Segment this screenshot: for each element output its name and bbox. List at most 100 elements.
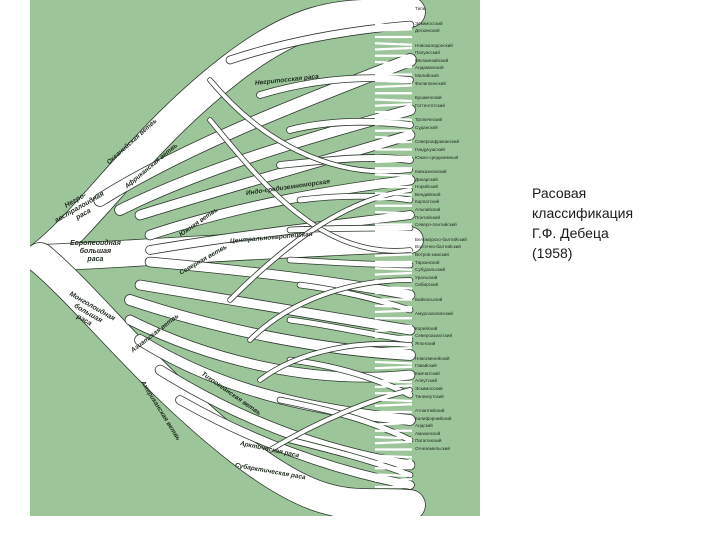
terminal-twig [374,459,413,464]
terminal-twig [374,154,413,159]
type-label: Субуральский [415,267,446,273]
terminal-twig [374,492,413,496]
terminal-twig [374,403,413,407]
branch-23 [277,397,413,443]
type-label: Японский [415,341,436,346]
type-label: Андский [415,423,433,429]
terminal-twig [374,473,413,478]
branch-22 [287,357,413,398]
terminal-twig [374,159,413,164]
terminal-twig [374,192,413,196]
terminal-twig [374,309,413,314]
terminal-twig [374,121,413,126]
terminal-twig [374,285,413,290]
branch-16 [277,154,413,168]
terminal-twig [374,398,413,403]
branch-3 [135,130,415,220]
terminal-twig [374,421,413,426]
branch-6 [145,257,415,300]
terminal-twig [374,215,413,220]
type-label: Байкальский [415,296,443,302]
terminal-twig [374,346,413,351]
branch-10 [135,335,415,425]
branch-26 [228,188,412,302]
terminal-twig [374,435,413,440]
terminal-twig [374,271,413,276]
type-label: Калифорнийский [415,415,452,421]
terminal-twig [374,210,413,215]
type-label: Вендийский [415,191,441,197]
type-label: Эскимосский [415,385,443,391]
branch-29 [208,78,412,174]
terminal-twig [374,23,413,28]
terminal-twig [374,342,413,346]
type-label: Североафриканский [415,139,460,145]
terminal-twig [374,304,413,309]
terminal-twig [374,60,413,65]
type-label: Огнеземельский [415,446,450,451]
type-label: Филиппинский [415,80,446,86]
terminal-twig [374,267,413,271]
type-label: Североазиатский [415,333,453,339]
type-label: Сибирский [415,282,439,288]
terminal-twig [374,365,413,370]
type-label: Гавайский [415,363,437,369]
terminal-twig [374,454,413,459]
type-label: Бушменский [415,95,442,101]
terminal-twig [374,84,413,89]
terminal-twig [374,384,413,389]
caption-line: (1958) [532,245,573,261]
type-label: Эскимосский [415,20,443,26]
type-label: Готтентотский [415,102,445,108]
terminal-twig [374,103,413,107]
mongoloid-trunk [30,243,425,516]
terminal-twig [374,196,413,201]
terminal-twig [374,178,413,182]
branch-12 [176,396,414,489]
terminal-twig [374,323,413,328]
type-label: Тропический [415,117,443,123]
type-label: Северо-понтийский [415,222,457,228]
branch-18 [287,225,413,233]
terminal-twig [374,290,413,295]
caption-line: Г.Ф. Дебеца [532,225,609,241]
terminal-twig [374,46,413,51]
type-label: Патагонский [415,438,442,444]
type-label: Тинехеутский [415,393,444,399]
type-label: Тарханский [415,259,440,265]
type-label: Уральский [415,274,438,280]
terminal-twig [374,379,413,384]
type-label: Камчатский [415,370,440,376]
terminal-twig [374,42,413,46]
type-label: Дескинский [415,28,440,34]
branch-13 [226,21,414,64]
type-label: Андаманский [415,65,444,71]
terminal-twig [374,496,413,501]
europeoid-trunk [30,227,423,271]
type-label: Восточно-балтийский [415,244,461,250]
type-label: Гиндукушский [415,146,445,152]
type-label: Малайский [415,73,439,78]
slide-caption: Расовая классификация Г.Ф. Дебеца (1958) [532,183,692,263]
terminal-twig [374,478,413,482]
type-label: Альпийский [415,207,441,212]
terminal-twig [374,65,413,70]
terminal-twig [374,79,413,84]
type-label: Динарский [415,176,438,182]
terminal-twig [374,135,413,140]
terminal-twig [374,9,413,14]
terminal-twig [374,28,413,32]
type-label: Амазонский [415,430,441,436]
type-label: Новокаледонский [415,42,453,48]
terminal-twig [374,173,413,178]
branch-24 [287,437,413,478]
type-label: Беломорско-балтийский [415,236,467,242]
branch-11 [155,365,415,470]
type-label: Карпатский [415,199,440,205]
caption-line: классификация [532,205,634,221]
types-header: Типы [415,6,426,11]
terminal-twig [374,229,413,234]
